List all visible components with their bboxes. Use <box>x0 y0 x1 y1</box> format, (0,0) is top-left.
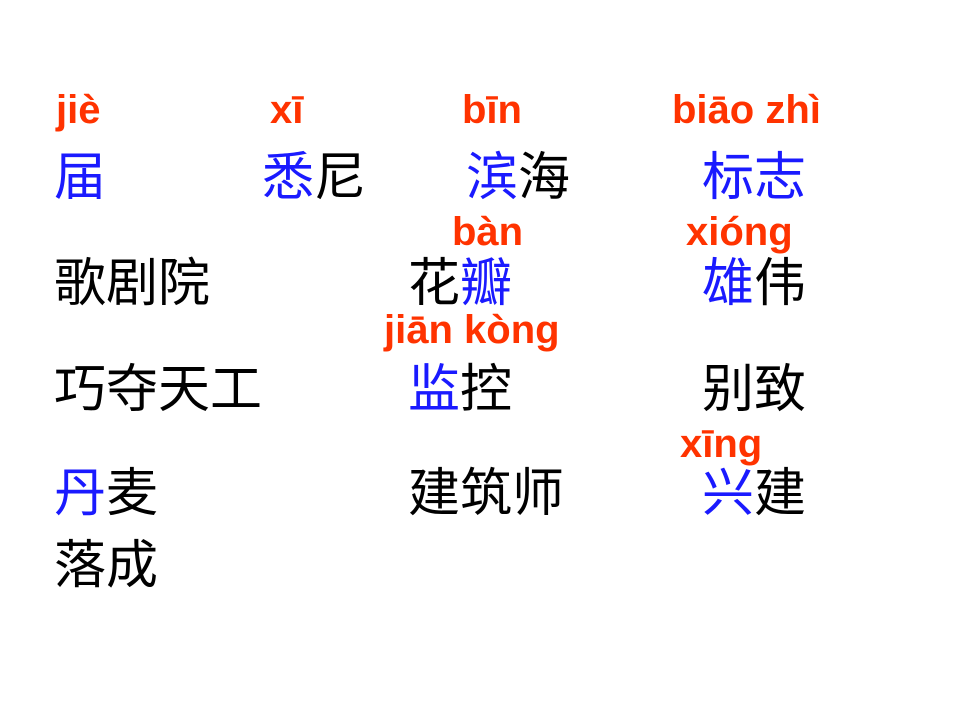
word-xingjian-highlight: 兴 <box>702 464 755 524</box>
pinyin-xi: xī <box>270 88 304 132</box>
word-danmai-highlight: 丹 <box>54 464 107 524</box>
word-jiankong: 监控 <box>408 364 512 416</box>
word-huaban-highlight: 瓣 <box>460 254 513 314</box>
word-xingjian: 兴建 <box>702 468 806 520</box>
word-gejuyuan: 歌剧院 <box>54 258 210 310</box>
word-luocheng: 落成 <box>54 540 158 592</box>
word-binhai: 滨海 <box>466 152 570 204</box>
word-xini: 悉尼 <box>262 152 366 204</box>
word-gejuyuan-text: 歌剧院 <box>54 254 211 314</box>
word-xiongwei-highlight: 雄 <box>702 254 755 314</box>
word-qiaoduotiangong-text: 巧夺天工 <box>54 360 263 420</box>
pinyin-xiong: xióng <box>686 210 793 254</box>
pinyin-xing: xīng <box>680 422 763 466</box>
word-jiankong-highlight: 监 <box>408 360 461 420</box>
word-huaban-rest: 花 <box>408 254 461 314</box>
word-jie-highlight: 届 <box>54 148 107 208</box>
word-xini-highlight: 悉 <box>262 148 315 208</box>
word-danmai: 丹麦 <box>54 468 158 520</box>
word-jianzhushi: 建筑师 <box>408 468 564 520</box>
word-jiankong-rest: 控 <box>460 360 513 420</box>
pinyin-jiankong: jiān kòng <box>384 308 560 352</box>
word-qiaoduotiangong: 巧夺天工 <box>54 364 262 416</box>
word-xini-rest: 尼 <box>314 148 367 208</box>
pinyin-jie: jiè <box>56 88 101 132</box>
word-luocheng-text: 落成 <box>54 536 159 596</box>
word-biaozhi-highlight: 标志 <box>702 148 807 208</box>
word-xiongwei: 雄伟 <box>702 258 806 310</box>
word-xiongwei-rest: 伟 <box>754 254 807 314</box>
word-huaban: 花瓣 <box>408 258 512 310</box>
word-danmai-rest: 麦 <box>106 464 159 524</box>
word-xingjian-rest: 建 <box>754 464 807 524</box>
word-jianzhushi-text: 建筑师 <box>408 464 565 524</box>
pinyin-biaozhi: biāo zhì <box>672 88 821 132</box>
word-binhai-rest: 海 <box>518 148 571 208</box>
word-biezhi: 别致 <box>702 364 806 416</box>
word-binhai-highlight: 滨 <box>466 148 519 208</box>
word-biezhi-text: 别致 <box>702 360 807 420</box>
pinyin-bin: bīn <box>462 88 522 132</box>
pinyin-ban: bàn <box>452 210 524 254</box>
word-biaozhi: 标志 <box>702 152 806 204</box>
word-jie: 届 <box>54 152 106 204</box>
